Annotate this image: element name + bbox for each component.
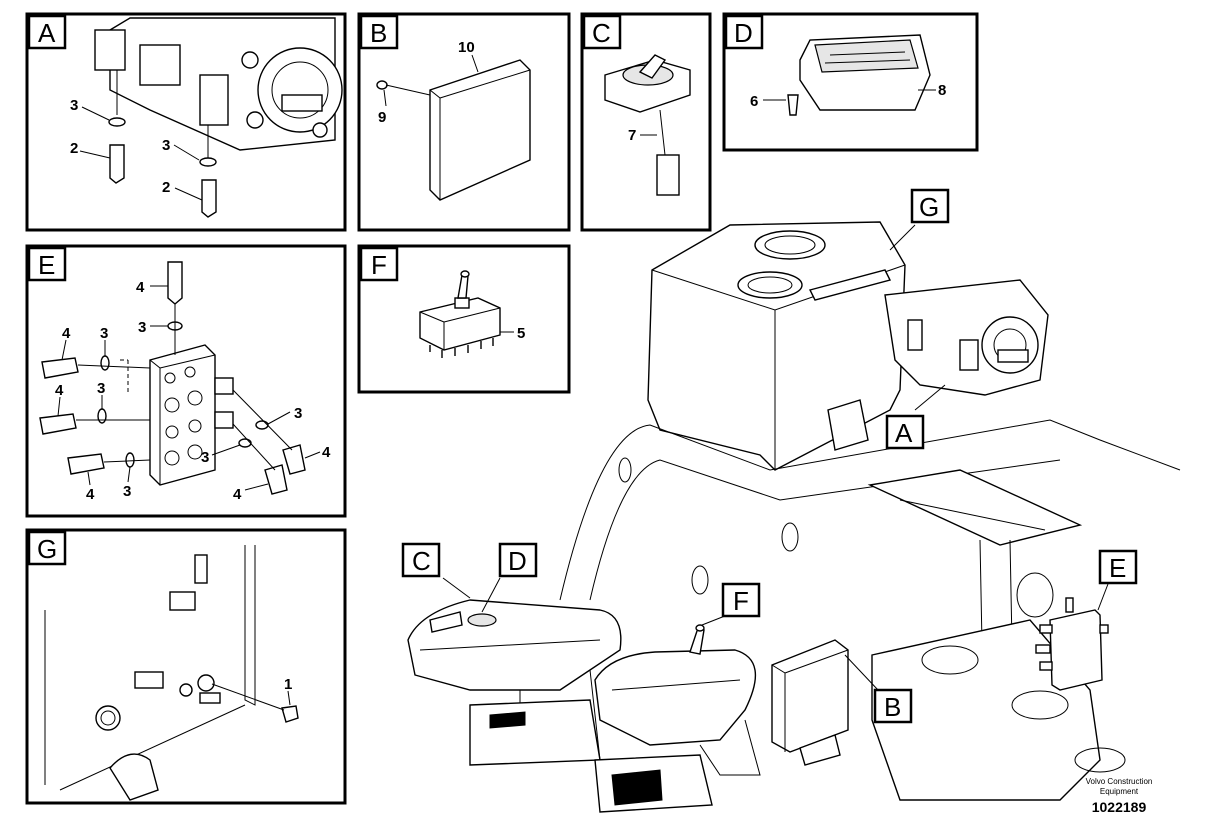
switch-pins: [429, 338, 494, 358]
main-tag-b: B: [884, 692, 901, 722]
left-joystick-console: [407, 599, 622, 766]
callout-2: 2: [162, 179, 170, 196]
panel-e: E: [25, 244, 347, 518]
panel-a-tag-box: [27, 14, 67, 50]
panel-c: C 7: [580, 12, 712, 232]
panel-c-tag-box: [582, 14, 622, 50]
o-ring-3-left2: [97, 408, 107, 424]
callout-4: 4: [322, 444, 331, 461]
panel-b-tag-box: [359, 14, 399, 50]
main-tag-b-box: [873, 688, 913, 724]
toggle-switch-5: [419, 297, 501, 351]
callout-3: 3: [123, 483, 131, 500]
credit-line-2: Equipment: [1100, 787, 1139, 796]
main-tag-d: D: [508, 546, 527, 576]
valve-tank: [647, 221, 906, 471]
control-unit-b: [771, 639, 849, 766]
panel-d-tag-box: [724, 14, 764, 50]
sensor-4-left1: [41, 357, 79, 379]
callout-4: 4: [86, 486, 95, 503]
callout-5: 5: [517, 325, 525, 342]
sensor-4-right1: [282, 444, 306, 475]
sensor-4-right2: [264, 464, 288, 495]
callout-4: 4: [55, 382, 64, 399]
panel-b: B 10 9: [357, 12, 571, 232]
o-ring-3-left3: [125, 452, 135, 468]
screw-9: [376, 80, 388, 90]
screw-6: [787, 94, 799, 116]
document-number: 1022189: [1092, 799, 1147, 815]
main-tag-f: F: [733, 586, 749, 616]
footer: Volvo Construction Equipment 1022189: [1086, 777, 1153, 815]
main-tag-e-box: [1098, 549, 1138, 585]
panel-c-frame: [580, 12, 712, 232]
panel-a-letter: A: [38, 18, 56, 48]
sensor-4-top: [167, 261, 183, 305]
panel-d: D 6 8: [722, 12, 979, 152]
sensor-2a: [109, 144, 125, 184]
panel-f-letter: F: [371, 250, 387, 280]
callout-10: 10: [458, 39, 475, 56]
panel-f: F 5: [357, 244, 571, 394]
panel-e-letter: E: [38, 250, 55, 280]
panel-c-letter: C: [592, 18, 611, 48]
o-ring-3a: [108, 117, 126, 127]
callout-4: 4: [62, 325, 71, 342]
pump-assembly: [884, 279, 1049, 396]
panel-b-letter: B: [370, 18, 387, 48]
valve-block-e: [1035, 597, 1109, 691]
pump-drawing: [94, 17, 343, 158]
callout-4: 4: [136, 279, 145, 296]
valve-block: [149, 344, 234, 486]
callout-3: 3: [97, 380, 105, 397]
main-tag-a: A: [895, 418, 913, 448]
main-tag-c-box: [401, 542, 441, 578]
sensor-4-left2: [39, 413, 77, 435]
main-tag-d-box: [498, 542, 538, 578]
credit-line-1: Volvo Construction: [1086, 777, 1153, 786]
machine-overview: G A C D F E B: [401, 188, 1181, 813]
panel-d-letter: D: [734, 18, 753, 48]
callout-6: 6: [750, 93, 758, 110]
main-tag-e: E: [1109, 553, 1126, 583]
connector-7: [656, 154, 680, 196]
panel-g-tag-box: [27, 530, 67, 566]
sensor-2b: [201, 179, 217, 218]
callout-2: 2: [70, 140, 78, 157]
callout-1: 1: [284, 676, 292, 693]
callout-3: 3: [201, 449, 209, 466]
panel-e-tag-box: [27, 246, 67, 282]
callout-3: 3: [294, 405, 302, 422]
sensor-1: [281, 705, 299, 723]
callout-9: 9: [378, 109, 386, 126]
callout-3: 3: [100, 325, 108, 342]
control-unit: [429, 59, 531, 201]
o-ring-3-left1: [100, 355, 110, 371]
o-ring-3b: [199, 157, 217, 167]
panel-g: G 1: [25, 528, 347, 805]
right-joystick-console: [594, 624, 761, 813]
callout-3: 3: [138, 319, 146, 336]
callout-3: 3: [162, 137, 170, 154]
callout-8: 8: [938, 82, 946, 99]
o-ring-3-right2: [238, 438, 252, 448]
panel-g-frame: [25, 528, 347, 805]
callout-7: 7: [628, 127, 636, 144]
panel-f-tag-box: [359, 246, 399, 282]
main-tag-c: C: [412, 546, 431, 576]
main-tag-g: G: [919, 192, 939, 222]
sensor-4-left3: [67, 453, 105, 475]
panel-a: A 3 2 3 2: [25, 12, 347, 232]
panel-g-letter: G: [37, 534, 57, 564]
main-tag-a-box: [885, 414, 925, 450]
callout-4: 4: [233, 486, 242, 503]
o-ring-3-right1: [255, 420, 269, 430]
main-tag-f-box: [721, 582, 761, 618]
callout-3: 3: [70, 97, 78, 114]
main-tag-g-box: [910, 188, 950, 224]
